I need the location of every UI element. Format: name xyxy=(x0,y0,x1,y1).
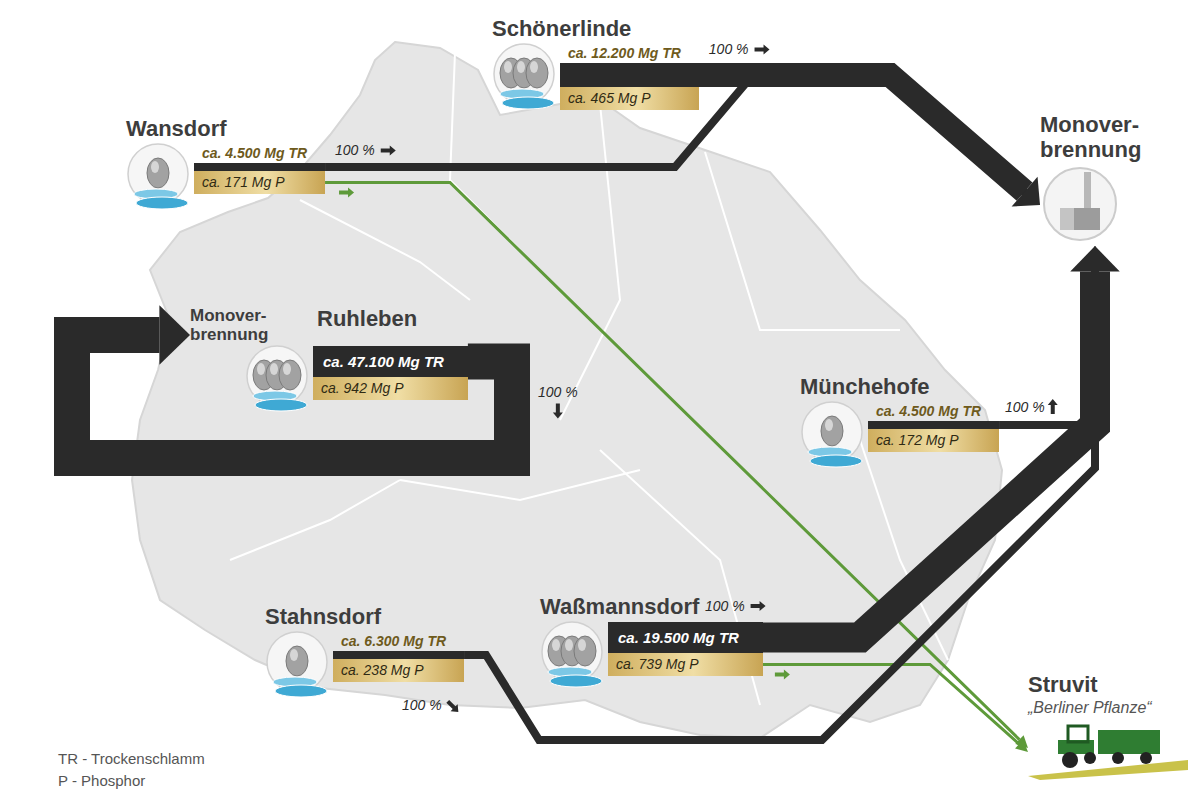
plant-row: ca. 47.100 Mg TRca. 942 Mg P xyxy=(245,344,468,414)
legend: TR - TrockenschlammP - Phosphor xyxy=(58,748,205,792)
direction-arrow xyxy=(755,45,770,55)
sludge-amount: ca. 12.200 Mg TR xyxy=(560,44,699,87)
plant-node: Schönerlindeca. 12.200 Mg TRca. 465 Mg P xyxy=(492,16,699,112)
plant-name: Schönerlinde xyxy=(492,16,699,42)
legend-entry: P - Phosphor xyxy=(58,770,205,792)
flow-band xyxy=(699,75,1025,192)
direction-arrow xyxy=(775,670,790,680)
plant-row: ca. 6.300 Mg TRca. 238 Mg P xyxy=(265,630,464,700)
plant-values: ca. 4.500 Mg TRca. 171 Mg P xyxy=(194,144,325,194)
flow-band xyxy=(325,76,1031,197)
plant-values: ca. 47.100 Mg TRca. 942 Mg P xyxy=(313,346,468,400)
plant-row: ca. 4.500 Mg TRca. 171 Mg P xyxy=(126,142,325,212)
plant-values: ca. 4.500 Mg TRca. 172 Mg P xyxy=(868,402,999,452)
factory-node: Monover- brennung xyxy=(1040,112,1141,246)
plant-name: Ruhleben xyxy=(245,306,468,332)
plant-row: ca. 19.500 Mg TRca. 739 Mg P xyxy=(540,620,763,690)
plant-node: Münchehofeca. 4.500 Mg TRca. 172 Mg P xyxy=(800,374,999,470)
flow-share: 100 % xyxy=(1005,399,1045,416)
plant-node: Wansdorfca. 4.500 Mg TRca. 171 Mg P xyxy=(126,116,325,212)
arrow-head xyxy=(1070,246,1120,272)
product-brand: „Berliner Pflanze“ xyxy=(1028,698,1188,718)
sludge-amount: ca. 4.500 Mg TR xyxy=(194,144,325,171)
struvit-node: Struvit„Berliner Pflanze“ xyxy=(1028,672,1188,784)
tractor-illustration xyxy=(1028,718,1188,780)
phosphorus-amount: ca. 942 Mg P xyxy=(313,377,468,400)
product-name: Struvit xyxy=(1028,672,1188,698)
sludge-flow xyxy=(699,75,1040,207)
plant-icon xyxy=(245,344,309,414)
arrow-head xyxy=(1012,177,1040,207)
flow-share: 100 % xyxy=(705,598,745,615)
plant-icon xyxy=(126,142,190,212)
plant-icon xyxy=(265,630,329,700)
plant-name: Wansdorf xyxy=(126,116,325,142)
plant-values: ca. 12.200 Mg TRca. 465 Mg P xyxy=(560,44,699,110)
phosphorus-amount: ca. 171 Mg P xyxy=(194,171,325,194)
flow-band xyxy=(763,272,1095,638)
plant-row: ca. 4.500 Mg TRca. 172 Mg P xyxy=(800,400,999,470)
direction-arrow xyxy=(751,601,766,611)
arrow-head xyxy=(1015,740,1028,752)
plant-name: Münchehofe xyxy=(800,374,999,400)
plant-icon xyxy=(492,42,556,112)
label-node: Monover- brennung xyxy=(190,306,268,344)
plant-values: ca. 6.300 Mg TRca. 238 Mg P xyxy=(333,632,464,682)
incinerator-name: Monover- brennung xyxy=(1040,112,1141,162)
flow-band xyxy=(464,258,1095,740)
plant-icon xyxy=(800,400,864,470)
legend-entry: TR - Trockenschlamm xyxy=(58,748,205,770)
direction-arrow xyxy=(381,146,396,156)
flow-band xyxy=(72,335,512,458)
flow-share: 100 % xyxy=(709,41,749,58)
phosphorus-amount: ca. 739 Mg P xyxy=(608,653,763,676)
plant-node: Stahnsdorfca. 6.300 Mg TRca. 238 Mg P xyxy=(265,604,464,700)
phosphorus-amount: ca. 238 Mg P xyxy=(333,659,464,682)
sludge-flow xyxy=(325,76,1040,205)
flow-share: 100 % xyxy=(335,142,375,159)
sludge-flow xyxy=(763,246,1120,638)
flow-share: 100 % xyxy=(538,384,578,401)
sludge-amount: ca. 47.100 Mg TR xyxy=(313,346,468,377)
flow-share: 100 % xyxy=(402,697,442,714)
arrow-head xyxy=(159,305,190,364)
sludge-amount: ca. 19.500 Mg TR xyxy=(608,622,763,653)
sludge-amount: ca. 6.300 Mg TR xyxy=(333,632,464,659)
direction-arrow xyxy=(553,404,563,419)
plant-node: Ruhleben ca. 47.100 Mg TRca. 942 Mg P xyxy=(245,306,468,414)
phosphorus-amount: ca. 465 Mg P xyxy=(560,87,699,110)
plant-row: ca. 12.200 Mg TRca. 465 Mg P xyxy=(492,42,699,112)
plant-icon xyxy=(540,620,604,690)
sludge-flow xyxy=(464,246,1102,740)
incinerator-name: Monover- brennung xyxy=(190,306,268,344)
incinerator-icon xyxy=(1040,162,1120,242)
phosphorus-amount: ca. 172 Mg P xyxy=(868,429,999,452)
direction-arrow xyxy=(1048,399,1058,414)
sludge-flow xyxy=(72,305,512,458)
direction-arrow xyxy=(446,700,458,712)
sludge-amount: ca. 4.500 Mg TR xyxy=(868,402,999,429)
direction-arrow xyxy=(339,188,354,198)
plant-name: Stahnsdorf xyxy=(265,604,464,630)
plant-values: ca. 19.500 Mg TRca. 739 Mg P xyxy=(608,622,763,676)
